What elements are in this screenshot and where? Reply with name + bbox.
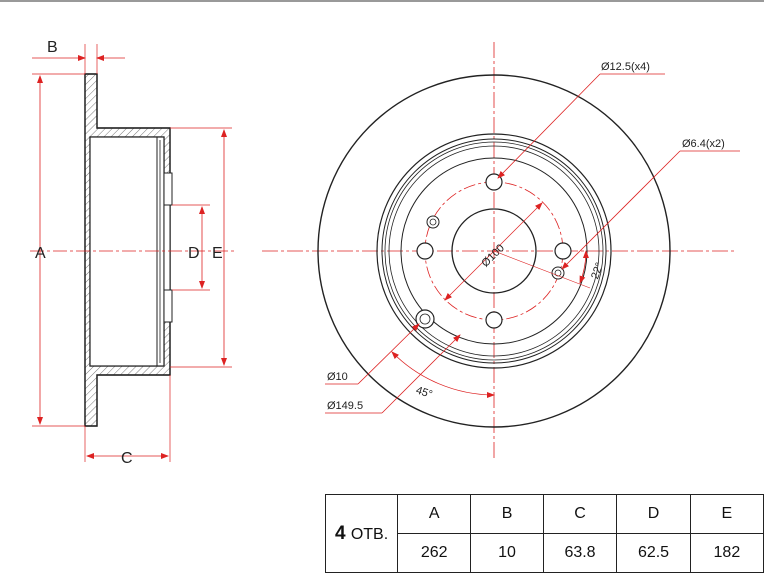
pin-hole-upper-left <box>426 215 440 229</box>
spec-header-d: D <box>616 494 691 534</box>
spec-value-row: 262 10 63.8 62.5 182 <box>326 533 764 573</box>
holes-cell: 4 ОТВ. <box>324 494 399 573</box>
spec-header-e: E <box>689 494 764 534</box>
pcd-label: Ø100 <box>479 242 507 270</box>
dim-b-label: B <box>47 39 58 56</box>
spec-value-b: 10 <box>470 533 544 573</box>
holes-count: 4 <box>334 522 346 544</box>
hat-inner <box>89 136 165 367</box>
dim-e-label: E <box>212 245 223 262</box>
angle-bolt-arc <box>391 351 495 398</box>
pin-hole-label: Ø6.4(x2) <box>682 138 725 150</box>
angle-bolt-label: 45° <box>414 384 434 401</box>
leader-center-hole <box>357 323 420 385</box>
spec-value-c: 63.8 <box>542 533 618 573</box>
leader-bolt-hole <box>497 73 601 179</box>
bolt-hole-left <box>416 242 434 260</box>
spec-header-c: C <box>542 494 618 534</box>
spec-value-d: 62.5 <box>616 533 691 573</box>
leader-pin-hole <box>561 150 681 270</box>
angle-pin-arc <box>579 250 589 284</box>
bolt-hole-label: Ø12.5(x4) <box>601 61 650 73</box>
center-hole-label: Ø10 <box>327 371 348 383</box>
holes-suffix: ОТВ. <box>350 525 389 543</box>
center-hole <box>415 309 435 329</box>
leader-outer-pcd <box>381 334 461 414</box>
spec-header-row: 4 ОТВ. A B C D E <box>324 494 764 573</box>
hub-bore <box>163 204 171 291</box>
angle-pin-label: 22° <box>589 261 606 281</box>
hub-flange-top <box>163 172 173 206</box>
dim-c-label: C <box>121 450 133 467</box>
bolt-hole-right <box>554 242 572 260</box>
spec-table: 4 ОТВ. A B C D E 262 10 63.8 62.5 182 <box>324 494 764 573</box>
spec-header-b: B <box>470 494 544 534</box>
spec-header-a: A <box>397 494 472 534</box>
hub-flange-bottom <box>163 289 173 323</box>
dim-d-label: D <box>188 245 200 262</box>
spec-value-e: 182 <box>689 533 764 573</box>
dim-a-label: A <box>35 245 46 262</box>
front-view: Ø12.5(x4) Ø6.4(x2) Ø100 22° 45° Ø10 Ø149… <box>262 42 740 460</box>
side-view: A B C D E <box>30 39 235 467</box>
pin-hole-right <box>551 266 565 280</box>
spec-value-a: 262 <box>397 533 472 573</box>
bolt-hole-bottom <box>485 311 503 329</box>
pcd-leader <box>444 202 543 301</box>
outer-pcd-label: Ø149.5 <box>327 400 363 412</box>
disc-outer-edge <box>317 74 671 428</box>
